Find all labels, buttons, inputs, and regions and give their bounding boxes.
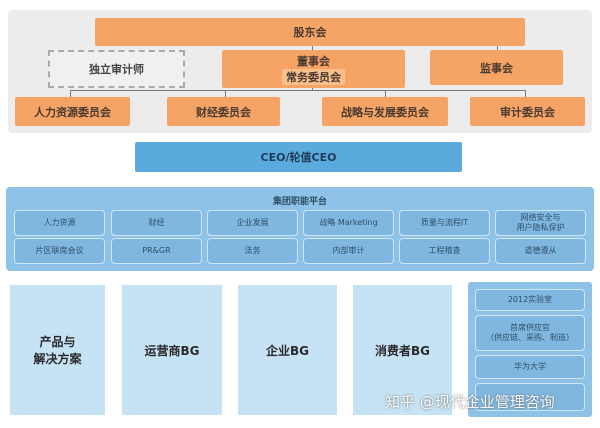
platform-item: 片区联席会议 (14, 238, 105, 264)
business-box: 消费者BG (353, 285, 452, 415)
connector (312, 88, 313, 91)
platform-item: 道德遵从 (495, 238, 586, 264)
shareholders-box: 股东会 (95, 18, 525, 46)
business-box: 产品与 解决方案 (10, 285, 105, 415)
connector (312, 46, 313, 52)
committee-box: 人力资源委员会 (15, 97, 130, 126)
platform-item: 质量与流程IT (399, 210, 490, 236)
board-label: 董事会 (297, 55, 330, 68)
connector (70, 90, 71, 97)
connector (385, 90, 386, 97)
board-sub-label: 常务委员会 (282, 69, 345, 85)
side-item: 华为大学 (475, 355, 585, 379)
connector (225, 90, 226, 97)
auditor-box: 独立审计师 (48, 50, 185, 88)
platform-item: 工程稽查 (399, 238, 490, 264)
ceo-bar: CEO/轮值CEO (135, 142, 462, 172)
side-item (475, 383, 585, 411)
platform-item: 内部审计 (303, 238, 394, 264)
platform-item: 财经 (111, 210, 202, 236)
connector (70, 90, 525, 91)
supervisory-box: 监事会 (430, 50, 563, 85)
platform-item: PR&GR (111, 238, 202, 264)
side-item: 2012实验室 (475, 289, 585, 311)
board-box: 董事会 常务委员会 (222, 50, 405, 88)
committee-box: 战略与发展委员会 (322, 97, 448, 126)
side-item: 首席供应官 （供应链、采购、制造） (475, 315, 585, 351)
platform-item: 企业发展 (207, 210, 298, 236)
platform-item: 法务 (207, 238, 298, 264)
committee-box: 审计委员会 (470, 97, 585, 126)
business-box: 企业BG (238, 285, 337, 415)
platform-item: 网络安全与 用户隐私保护 (495, 210, 586, 236)
connector (497, 46, 498, 52)
committee-box: 财经委员会 (167, 97, 280, 126)
platform-item: 战略 Marketing (303, 210, 394, 236)
platform-item: 人力资源 (14, 210, 105, 236)
platform-title: 集团职能平台 (272, 197, 327, 207)
watermark: 知乎 @现代企业管理咨询 (385, 392, 555, 411)
business-box: 运营商BG (122, 285, 222, 415)
connector (525, 90, 526, 97)
